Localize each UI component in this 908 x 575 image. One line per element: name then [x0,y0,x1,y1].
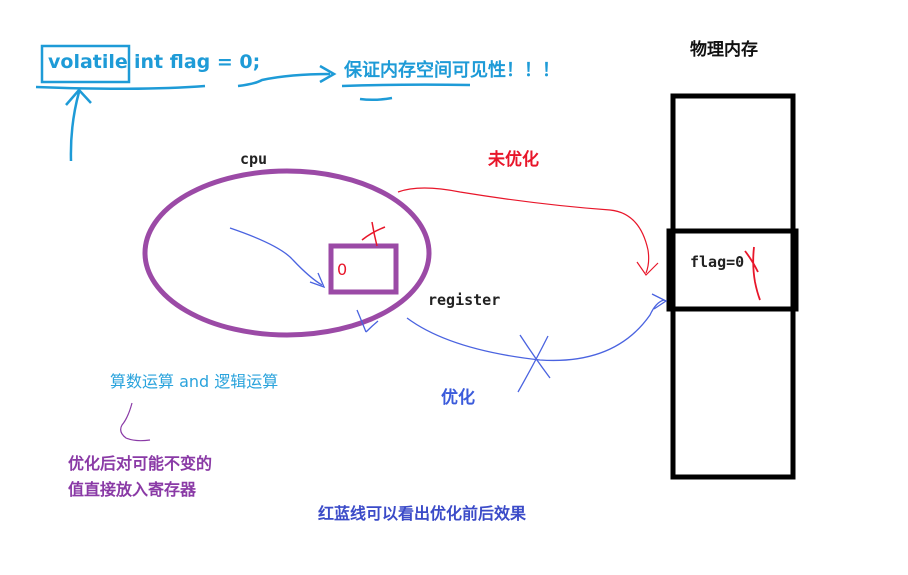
code-to-note-arrow [237,72,331,88]
code-declaration: int flag = 0; [134,51,261,73]
ops-note-connector [120,402,151,442]
unoptimized-red-arrowhead [636,261,659,276]
register-box [328,243,399,295]
note-underline-2 [359,96,393,102]
optimization-note-line2: 值直接放入寄存器 [68,480,197,499]
memory-flag-cell [666,228,799,312]
unoptimized-red-path [397,187,650,274]
volatile-keyword: volatile [48,51,128,73]
code-to-note-arrowhead [319,64,337,84]
memory-value-cross [744,246,761,301]
physical-memory-box [670,93,796,480]
visibility-note: 保证内存空间可见性！！！ [344,60,560,81]
optimization-note-line1: 优化后对可能不变的 [68,454,213,473]
code-underline [35,84,206,91]
cpu-internal-arrowhead [309,272,326,289]
memory-flag-value: flag=0 [690,253,745,271]
cpu-ellipse [142,168,432,338]
cpu-internal-arrow [229,227,323,286]
optimized-label: 优化 [441,388,475,408]
register-value: 0 [337,260,348,279]
optimized-blue-path [406,299,665,362]
cpu-label: cpu [240,150,268,168]
register-value-cross [361,221,386,247]
volatile-up-arrow [69,91,81,162]
volatile-up-arrowhead [65,88,92,106]
unoptimized-label: 未优化 [488,150,539,170]
note-underline-1 [341,83,471,88]
optimized-blue-arrowhead [651,293,668,310]
optimized-path-cross [517,334,551,393]
volatile-highlight-box [40,44,131,84]
footer-note: 红蓝线可以看出优化前后效果 [318,504,527,523]
operations-label: 算数运算 and 逻辑运算 [110,372,279,391]
memory-title: 物理内存 [690,40,758,60]
register-label: register [428,291,501,309]
register-blue-tick [356,309,379,333]
